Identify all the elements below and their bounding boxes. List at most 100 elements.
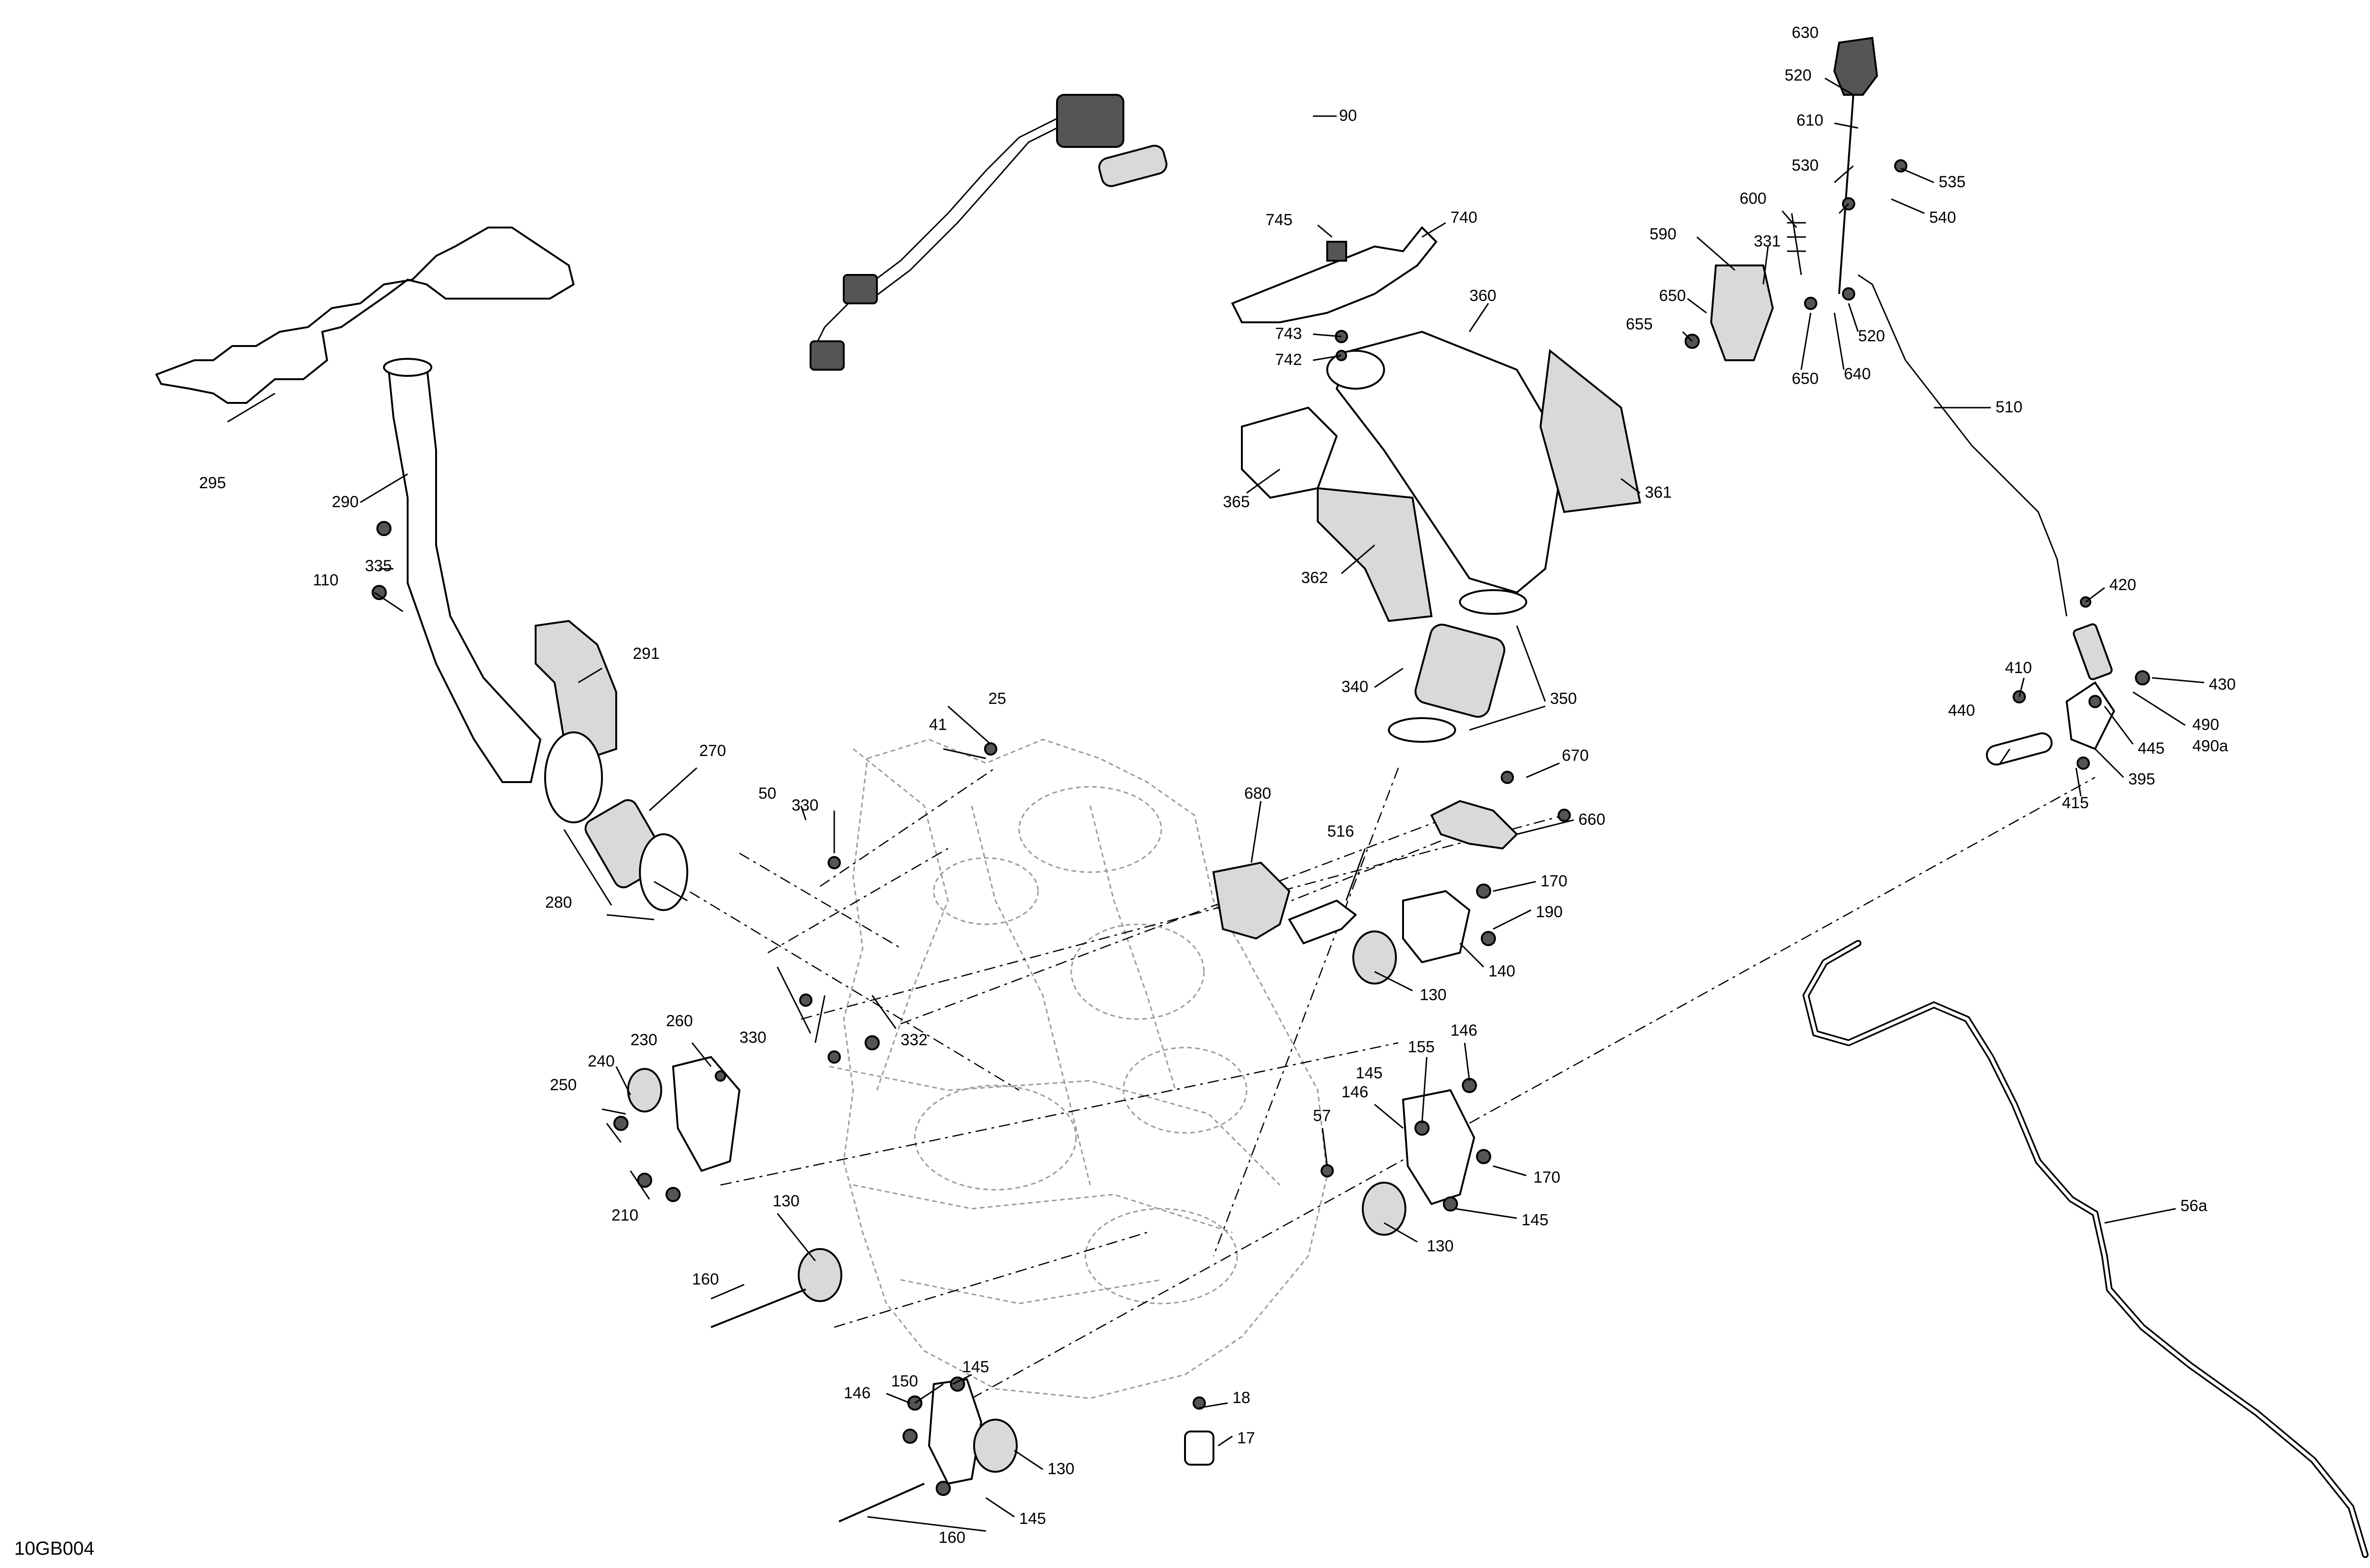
callout-331: 331: [1754, 232, 1781, 250]
callout-labels: 90 295 290 110 335 291 270 280 25 41 50 …: [14, 24, 2236, 1559]
callout-490a: 490a: [2192, 737, 2228, 755]
callout-740: 740: [1450, 209, 1477, 227]
callout-130-c: 130: [1420, 986, 1447, 1004]
wiring-harness-90: [810, 94, 1167, 371]
callout-18: 18: [1232, 1389, 1250, 1407]
callout-610: 610: [1796, 111, 1823, 129]
coupler-270: [544, 731, 688, 911]
callout-130-d: 130: [1427, 1237, 1454, 1255]
callout-490: 490: [2192, 716, 2219, 734]
callout-280: 280: [545, 893, 572, 912]
assembly-centerlines: [649, 767, 2096, 1399]
callout-260: 260: [666, 1012, 693, 1030]
callout-535: 535: [1939, 173, 1966, 191]
callout-335: 335: [365, 557, 392, 575]
vent-hose-56a: [1802, 940, 2369, 1558]
callout-240: 240: [588, 1052, 615, 1070]
callout-25: 25: [988, 690, 1006, 708]
callout-41: 41: [929, 716, 947, 734]
callout-362: 362: [1301, 569, 1328, 587]
callout-210: 210: [611, 1206, 638, 1224]
callout-660: 660: [1578, 811, 1605, 829]
callout-361: 361: [1645, 483, 1672, 501]
callout-655: 655: [1626, 315, 1653, 333]
callout-57: 57: [1313, 1107, 1331, 1125]
callout-17: 17: [1237, 1429, 1255, 1447]
callout-516: 516: [1327, 822, 1354, 840]
callout-530: 530: [1792, 156, 1819, 174]
callout-230: 230: [630, 1031, 657, 1049]
cover-660: [1430, 800, 1518, 850]
boot-291: [535, 620, 617, 760]
callout-360: 360: [1469, 287, 1496, 305]
callout-146-a: 146: [844, 1384, 871, 1402]
callout-190: 190: [1536, 903, 1563, 921]
callout-leaders: [374, 77, 2205, 1532]
plug-17: [1184, 1431, 1214, 1466]
callout-600: 600: [1740, 190, 1767, 208]
callout-745: 745: [1266, 211, 1293, 229]
callout-330-a: 330: [792, 796, 819, 814]
callout-350-a: 350: [1550, 690, 1577, 708]
callout-330-b: 330: [739, 1029, 766, 1047]
callout-540: 540: [1929, 209, 1956, 227]
callout-155: 155: [1408, 1038, 1435, 1056]
air-filter-340: [1388, 589, 1527, 743]
callout-520-a: 520: [1785, 66, 1812, 84]
callout-365: 365: [1223, 493, 1250, 511]
callout-160-a: 160: [692, 1270, 719, 1288]
shift-lever-610: [1710, 94, 1854, 361]
callout-170-a: 170: [1540, 872, 1568, 890]
callout-140: 140: [1488, 962, 1515, 980]
callout-146-b: 146: [1450, 1021, 1477, 1039]
callout-590: 590: [1650, 225, 1677, 243]
callout-670: 670: [1562, 747, 1589, 765]
callout-150: 150: [891, 1372, 918, 1390]
callout-340: 340: [1341, 678, 1368, 696]
air-box-360: [1241, 330, 1641, 622]
callout-743: 743: [1275, 325, 1302, 343]
callout-110: 110: [313, 571, 338, 589]
shift-knob-630: [1833, 36, 1878, 96]
callout-290: 290: [332, 493, 359, 511]
callout-445: 445: [2138, 739, 2165, 757]
callout-295: 295: [199, 474, 226, 492]
callout-630: 630: [1792, 24, 1819, 42]
diagram-code: 10GB004: [14, 1538, 94, 1559]
callout-650-b: 650: [1792, 370, 1819, 388]
bracket-740: [1231, 226, 1438, 323]
callout-440: 440: [1948, 702, 1975, 720]
callout-650-a: 650: [1659, 287, 1686, 305]
callout-90: 90: [1339, 107, 1357, 125]
callout-170-b: 170: [1533, 1168, 1560, 1186]
callout-520-b: 520: [1858, 327, 1885, 345]
rubber-mount-130-c: [711, 1248, 842, 1328]
callout-145-d: 145: [1522, 1211, 1549, 1229]
callout-145-a: 145: [962, 1358, 989, 1376]
shift-rod-510: [1858, 274, 2068, 617]
callout-291: 291: [633, 645, 660, 663]
callout-395: 395: [2128, 770, 2155, 788]
callout-160-b: 160: [939, 1529, 966, 1547]
engine-mount-140: [1402, 890, 1471, 964]
callout-130-b: 130: [1048, 1460, 1075, 1478]
engine-mount-bracket-145: [1402, 1089, 1476, 1205]
callout-270: 270: [699, 742, 726, 760]
callout-145-b: 145: [1019, 1510, 1046, 1528]
rubber-mount-130-b: [1362, 1182, 1406, 1236]
callout-640: 640: [1844, 365, 1871, 383]
callout-145-c: 145: [1356, 1064, 1383, 1082]
heat-shield-plate-295: [155, 227, 575, 423]
shift-linkage-395: [1986, 623, 2115, 766]
engine-ghost-outline: [829, 738, 1328, 1399]
callout-50: 50: [758, 784, 776, 802]
rubber-mount-130-a: [1352, 930, 1397, 985]
callout-410: 410: [2005, 659, 2032, 677]
engine-mount-bracket-150: [839, 1378, 1018, 1522]
callout-680: 680: [1244, 784, 1271, 802]
callout-250: 250: [550, 1076, 577, 1094]
callout-742: 742: [1275, 351, 1302, 369]
fasteners: [372, 159, 2150, 1496]
callout-430: 430: [2209, 675, 2236, 693]
